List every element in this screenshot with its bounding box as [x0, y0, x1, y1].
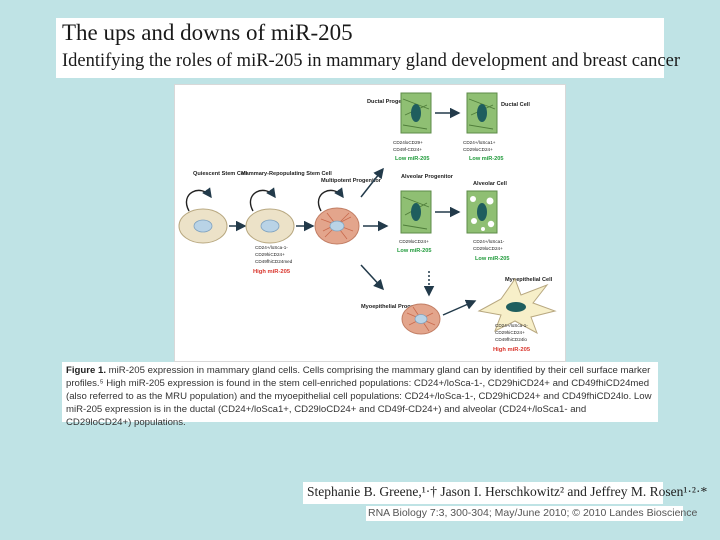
arrow — [443, 301, 475, 315]
citation-panel: RNA Biology 7:3, 300-304; May/June 2010;… — [366, 506, 683, 521]
arrow — [361, 265, 383, 289]
caption-panel: Figure 1. miR-205 expression in mammary … — [62, 362, 658, 422]
marker-text: CD29hiCD24+ — [495, 330, 525, 335]
alveolar-cell-label: Alveolar Cell — [473, 181, 507, 187]
repopulating-label: Mammary-Repopulating Stem Cell — [241, 171, 332, 177]
repopulating-stem-cell — [246, 209, 294, 243]
low-mir205-label: Low miR-205 — [469, 156, 504, 162]
marker-text: CD49f-CD24+ — [393, 147, 422, 152]
marker-text: CD29hiCD24+ — [255, 252, 285, 257]
slide-title: The ups and downs of miR-205 — [62, 20, 353, 46]
marker-text: CD49fhiCD24lo — [495, 337, 527, 342]
low-mir205-label: Low miR-205 — [475, 256, 510, 262]
ductal-progenitor-cell — [401, 93, 431, 133]
citation: RNA Biology 7:3, 300-304; May/June 2010;… — [368, 507, 697, 519]
marker-text: CD24+/loSca1+ — [463, 140, 496, 145]
self-renewal-arrow — [250, 190, 275, 211]
marker-text: CD49fhiCD24med — [255, 259, 293, 264]
figure-caption: Figure 1. miR-205 expression in mammary … — [66, 364, 654, 429]
high-mir205-label: High miR-205 — [253, 269, 291, 275]
authors: Stephanie B. Greene,¹·† Jason I. Herschk… — [307, 484, 707, 500]
quiescent-label: Quiescent Stem Cell — [193, 171, 248, 177]
figure-panel: Quiescent Stem Cell Mammary-Repopulating… — [174, 84, 566, 362]
marker-text: CD29loCD24+ — [463, 147, 493, 152]
myo-cell-label: Myoepithelial Cell — [505, 277, 553, 283]
marker-text: CD24+/loSca-1- — [255, 245, 288, 250]
self-renewal-arrow — [186, 190, 211, 211]
title-panel: The ups and downs of miR-205 Identifying… — [56, 18, 664, 78]
low-mir205-label: Low miR-205 — [395, 156, 430, 162]
alveolar-progenitor-cell — [401, 191, 431, 233]
ductal-cell — [467, 93, 497, 133]
alveolar-progenitor-label: Alveolar Progenitor — [401, 174, 454, 180]
cell-lineage-diagram: Quiescent Stem Cell Mammary-Repopulating… — [175, 85, 565, 361]
high-mir205-label: High miR-205 — [493, 347, 531, 353]
marker-text: CD29loCD24+ — [399, 239, 429, 244]
caption-label: Figure 1. — [66, 365, 106, 376]
marker-text: CD24loCD29+ — [393, 140, 423, 145]
myoepithelial-progenitor-cell — [402, 304, 440, 334]
slide-subtitle: Identifying the roles of miR-205 in mamm… — [62, 51, 680, 72]
marker-text: CD29loCD24+ — [473, 246, 503, 251]
multipotent-progenitor-cell — [315, 208, 359, 244]
alveolar-cell — [467, 191, 497, 233]
authors-panel: Stephanie B. Greene,¹·† Jason I. Herschk… — [303, 482, 663, 504]
ductal-cell-label: Ductal Cell — [501, 102, 530, 108]
low-mir205-label: Low miR-205 — [397, 248, 432, 254]
quiescent-stem-cell — [179, 209, 227, 243]
marker-text: CD24+/loSca1- — [473, 239, 505, 244]
marker-text: CD24+/loSca-1- — [495, 323, 528, 328]
caption-text: miR-205 expression in mammary gland cell… — [66, 365, 652, 428]
